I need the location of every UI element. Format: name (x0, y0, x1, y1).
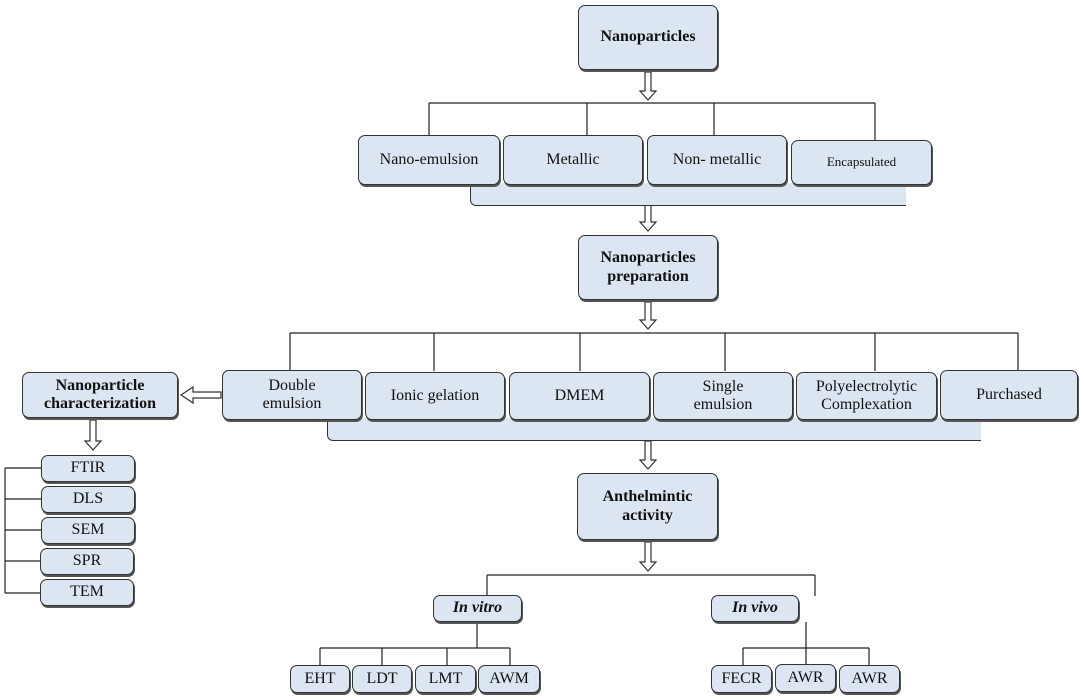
method-label: emulsion (693, 396, 753, 413)
activity-box: Anthelmintic activity (577, 473, 718, 540)
type-encapsulated: Encapsulated (791, 140, 932, 185)
activity-label-1: Anthelmintic (602, 488, 693, 506)
test-label: FECR (721, 669, 762, 687)
test-eht: EHT (290, 665, 350, 693)
method-label: Complexation (821, 396, 912, 413)
arrow-down-icon (638, 204, 658, 232)
in-vitro-box: In vitro (433, 595, 522, 622)
technique-label: SPR (72, 552, 102, 570)
preparation-label-2: preparation (607, 267, 689, 285)
method-label: DMEM (554, 386, 605, 404)
technique-dls: DLS (41, 486, 135, 513)
test-awm: AWM (478, 665, 540, 693)
technique-label: TEM (70, 583, 104, 601)
type-label: Non- metallic (672, 150, 762, 168)
method-ionic-gelation: Ionic gelation (365, 372, 505, 420)
method-label: Ionic gelation (390, 386, 480, 404)
test-label: LDT (366, 669, 398, 687)
characterization-label-2: characterization (44, 395, 156, 412)
arrow-down-icon (638, 541, 658, 572)
preparation-label-1: Nanoparticles (600, 249, 696, 267)
type-nano-emulsion: Nano-emulsion (358, 135, 500, 185)
technique-ftir: FTIR (41, 455, 135, 482)
technique-label: FTIR (70, 459, 106, 477)
test-fecr: FECR (711, 665, 772, 693)
technique-tem: TEM (40, 579, 134, 606)
method-label: Polyelectrolytic (815, 377, 918, 395)
test-awr-2: AWR (839, 665, 900, 693)
technique-label: DLS (72, 490, 104, 508)
test-label: EHT (304, 669, 336, 687)
methods-bracket (327, 418, 981, 441)
method-label: emulsion (262, 395, 322, 412)
type-label: Nano-emulsion (379, 150, 479, 168)
arrow-down-icon (638, 71, 658, 101)
nanoparticles-label: Nanoparticles (600, 28, 696, 46)
type-non-metallic: Non- metallic (647, 135, 787, 185)
characterization-box: Nanoparticle characterization (22, 372, 178, 418)
type-label: Encapsulated (826, 154, 897, 170)
arrow-down-icon (83, 419, 103, 451)
in-vitro-label: In vitro (452, 599, 503, 617)
method-purchased: Purchased (940, 370, 1078, 420)
test-label: AWR (851, 669, 888, 687)
nanoparticles-box: Nanoparticles (578, 5, 718, 70)
type-label: Metallic (546, 150, 600, 168)
method-label: Double (268, 376, 316, 394)
arrow-left-icon (179, 385, 222, 405)
activity-label-2: activity (622, 506, 673, 524)
method-dmem: DMEM (509, 372, 650, 420)
method-label: Single (702, 377, 744, 395)
test-ldt: LDT (352, 665, 412, 693)
in-vivo-box: In vivo (711, 595, 799, 622)
test-label: AWM (489, 669, 529, 687)
arrow-down-icon (638, 440, 658, 470)
test-awr: AWR (775, 664, 836, 692)
technique-label: SEM (71, 521, 105, 539)
test-label: LMT (428, 669, 463, 687)
type-metallic: Metallic (503, 135, 643, 185)
preparation-box: Nanoparticles preparation (578, 235, 718, 300)
arrow-down-icon (638, 301, 658, 330)
method-label: Purchased (976, 385, 1042, 403)
technique-sem: SEM (41, 517, 135, 544)
test-lmt: LMT (415, 665, 476, 693)
technique-spr: SPR (40, 548, 134, 575)
characterization-label-1: Nanoparticle (55, 376, 145, 394)
test-label: AWR (787, 668, 824, 686)
types-bracket (470, 183, 906, 206)
in-vivo-label: In vivo (732, 599, 778, 617)
